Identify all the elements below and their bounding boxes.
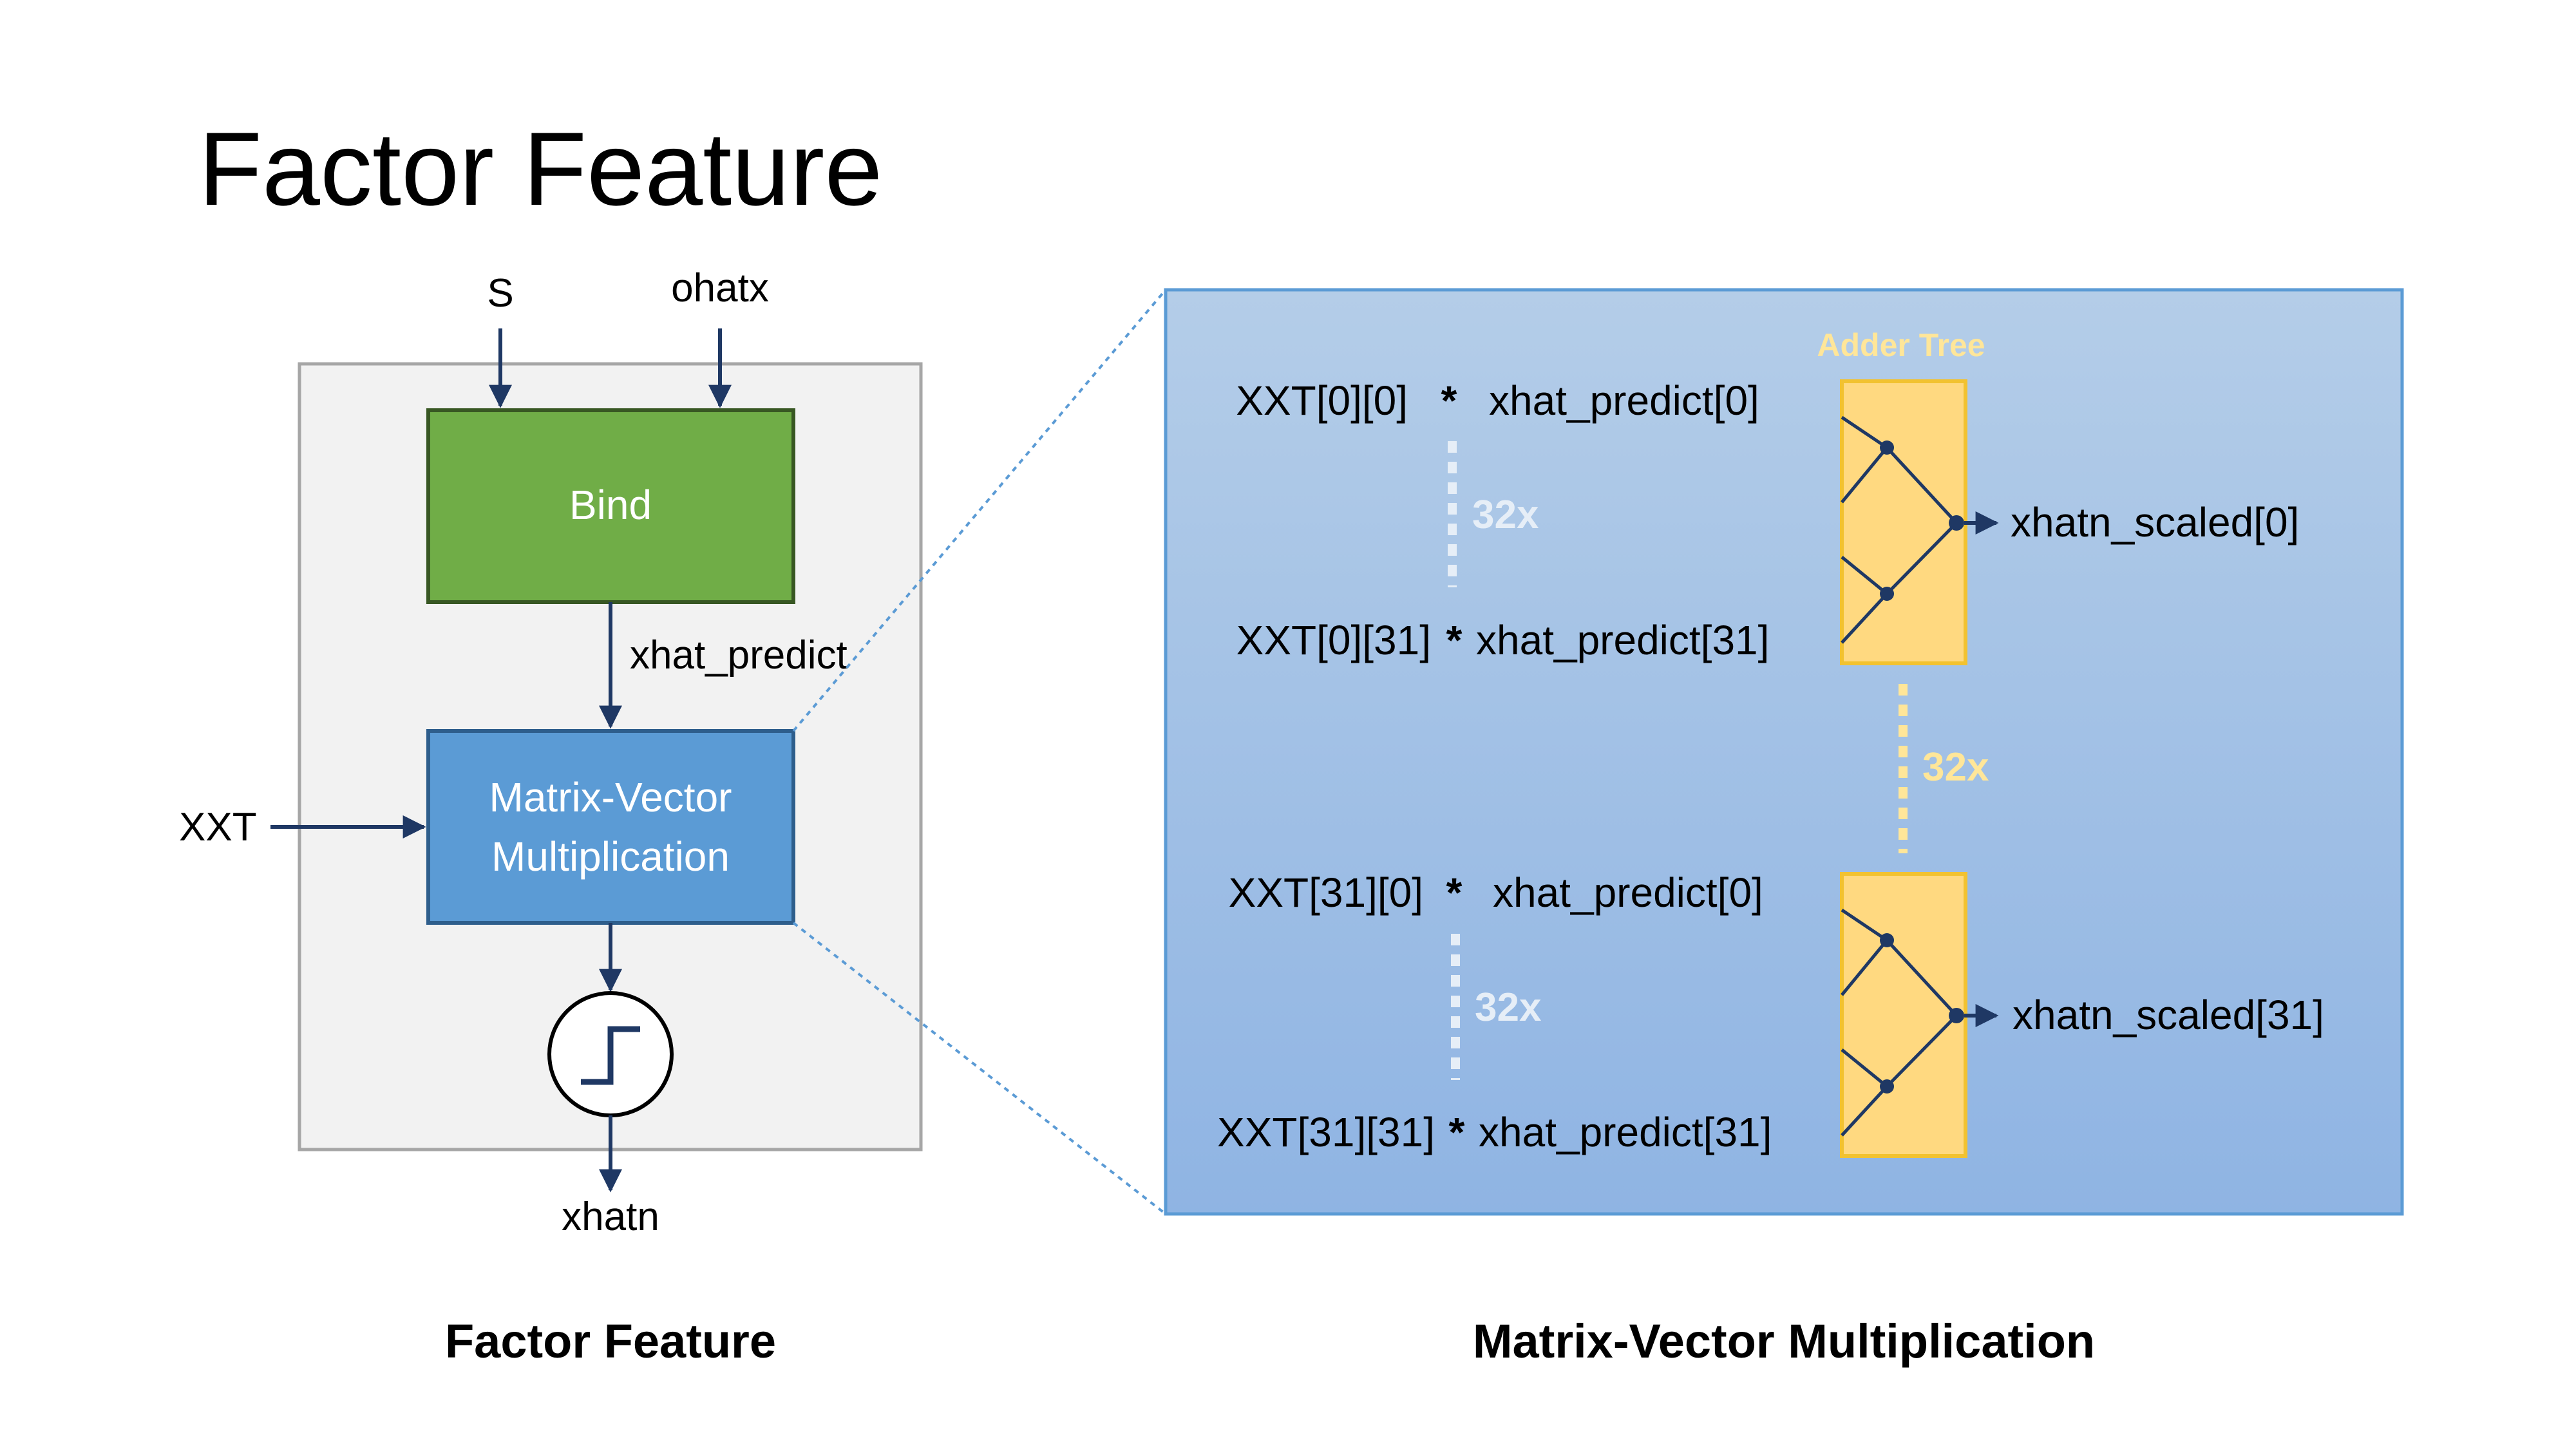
adder-tree-label: Adder Tree (1817, 327, 1985, 363)
product-lhs: XXT[31][0] (1229, 869, 1423, 916)
bind-block (426, 408, 795, 604)
step-function-icon (547, 991, 674, 1117)
multiply-symbol: * (1446, 617, 1463, 663)
multiply-symbol: * (1446, 869, 1463, 916)
mvm-label-line1: Matrix-Vector (489, 774, 732, 820)
product-rhs: xhat_predict[0] (1493, 869, 1763, 916)
bind-label: Bind (569, 482, 652, 528)
product-lhs: XXT[31][31] (1217, 1109, 1435, 1155)
input-label-s: S (487, 271, 513, 316)
zoom-connector-top (792, 289, 1167, 732)
mvm-label-line2: Multiplication (491, 833, 730, 880)
xhat-predict-label: xhat_predict (630, 633, 848, 677)
repeat-label: 32x (1475, 985, 1542, 1030)
mvm-detail-caption: Matrix-Vector Multiplication (1473, 1314, 2095, 1368)
input-label-xxt: XXT (179, 805, 257, 849)
product-rhs: xhat_predict[31] (1479, 1109, 1772, 1155)
multiply-symbol: * (1441, 377, 1457, 424)
mvm-row-group-0: XXT[0][0] * xhat_predict[0] 32x XXT[0][3… (1236, 377, 2299, 665)
product-rhs: xhat_predict[0] (1489, 377, 1759, 424)
adder-tree-block (1840, 379, 1967, 665)
mvm-detail-diagram: Adder Tree XXT[0][0] * xhat_predict[0] 3… (1164, 288, 2404, 1368)
input-label-ohatx: ohatx (671, 266, 769, 310)
sum-output-label: xhatn_scaled[31] (2012, 992, 2324, 1038)
slide-title: Factor Feature (198, 111, 882, 227)
sum-output-label: xhatn_scaled[0] (2011, 499, 2299, 545)
mvm-block (426, 729, 795, 925)
adder-tree-block (1840, 872, 1967, 1158)
factor-feature-caption: Factor Feature (445, 1314, 776, 1368)
repeat-label: 32x (1472, 493, 1539, 537)
product-rhs: xhat_predict[31] (1476, 617, 1769, 663)
mvm-detail-panel (1164, 288, 2404, 1216)
group-repeat-label: 32x (1922, 745, 1989, 790)
factor-feature-diagram: S ohatx Bind xhat_predict XXT Matrix-Vec… (179, 266, 923, 1368)
multiply-symbol: * (1449, 1109, 1465, 1155)
zoom-connector-bottom (792, 922, 1167, 1215)
mvm-row-group-31: XXT[31][0] * xhat_predict[0] 32x XXT[31]… (1217, 869, 2324, 1158)
product-lhs: XXT[0][0] (1236, 377, 1408, 424)
product-lhs: XXT[0][31] (1236, 617, 1431, 663)
output-label-xhatn: xhatn (562, 1195, 659, 1239)
